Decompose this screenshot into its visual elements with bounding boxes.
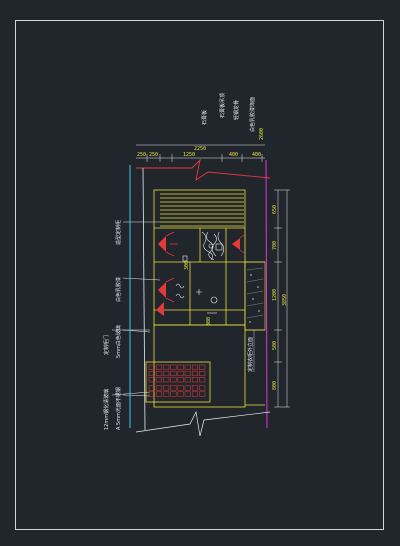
shoe-cell	[191, 385, 199, 391]
shoe-cell	[184, 364, 191, 370]
bottom-break-line	[135, 410, 271, 437]
top-label-1: 石膏板吊顶	[219, 93, 226, 118]
shoe-cell	[184, 385, 191, 391]
shoe-cell	[177, 385, 184, 391]
shoe-cell	[199, 364, 206, 370]
shoe-cell	[155, 385, 163, 391]
shoe-cell	[177, 377, 184, 383]
shoe-cell	[163, 377, 170, 383]
shoe-cell	[191, 377, 199, 383]
top-label-group: 石膏板 石膏板吊顶 轻钢龙骨 白色乳胶漆饰面	[201, 93, 256, 132]
shoe-cell	[199, 377, 206, 383]
left-label-0: 造型定制柜	[115, 220, 122, 245]
side-dim-2: 1200	[272, 289, 278, 301]
bottom-label: 定制衣柜外立面	[247, 337, 254, 372]
top-dim-0: 250	[137, 152, 146, 158]
left-wall-line	[142, 167, 146, 431]
side-dimension-line	[274, 189, 290, 408]
side-dim-4: 800	[272, 381, 278, 390]
top-dim-2: 1250	[183, 152, 195, 158]
glass-hatch	[244, 261, 266, 331]
decor-panel	[201, 231, 225, 261]
shoe-cell	[148, 385, 155, 391]
louvre-panel	[160, 193, 244, 227]
shoe-cell	[163, 364, 170, 370]
inner-dim-a: 300	[184, 261, 190, 270]
shoe-cell	[184, 370, 191, 377]
top-dimension-line	[136, 144, 265, 162]
inner-dims: 300 300	[184, 261, 212, 326]
side-dim-0: 650	[272, 205, 278, 214]
shoe-cell	[199, 385, 206, 391]
shoe-cell	[163, 385, 170, 391]
shoe-cell	[177, 364, 184, 370]
left-leaders	[111, 221, 161, 397]
left-label-4: 12mm钢化清玻璃	[103, 389, 110, 430]
side-dim-1: 700	[272, 241, 278, 250]
shoe-cell	[163, 391, 170, 397]
side-dim-5: 3850	[282, 294, 288, 306]
top-label-0: 石膏板	[201, 110, 208, 125]
shoe-cell	[148, 364, 155, 370]
shoe-cell	[155, 391, 163, 397]
shoe-cell	[199, 391, 206, 397]
fixture-marks	[156, 236, 240, 316]
shoe-cell	[184, 391, 191, 397]
shoe-grid-cells	[148, 364, 206, 397]
fixture-rays	[165, 231, 245, 303]
shoe-cell	[148, 377, 155, 383]
shoe-cell	[184, 377, 191, 383]
shoe-cell	[148, 391, 155, 397]
shoe-cell	[177, 391, 184, 397]
magenta-axis-line	[265, 159, 268, 429]
shoe-grid	[145, 361, 211, 403]
top-dim-5: 400	[252, 152, 261, 158]
drawing-frame	[15, 20, 384, 530]
left-label-group: 造型定制柜 白色乳胶漆 定制柜门 5mm白色玻璃 12mm钢化清玻璃 A 5mm…	[103, 220, 122, 430]
side-dims: 650 700 1200 500 800 3850	[272, 205, 288, 390]
shoe-cell	[170, 391, 177, 397]
shoe-cell	[170, 370, 177, 377]
left-label-5: A 5mm光面不锈钢	[115, 387, 122, 430]
left-label-1: 白色乳胶漆	[115, 277, 122, 302]
shoe-cell	[155, 370, 163, 377]
shoe-cell	[191, 364, 199, 370]
shoe-cell	[170, 385, 177, 391]
shoe-cell	[155, 377, 163, 383]
shoe-cell	[170, 364, 177, 370]
top-label-3: 白色乳胶漆饰面	[249, 97, 256, 132]
shoe-cell	[191, 370, 199, 377]
shoe-cell	[170, 377, 177, 383]
shoe-cell	[199, 370, 206, 377]
left-label-3: 5mm白色玻璃	[115, 325, 122, 358]
inner-dim-b: 300	[206, 317, 212, 326]
top-dim-4: 400	[229, 152, 238, 158]
top-dim-3: 2250	[194, 146, 206, 152]
top-break-line	[136, 158, 271, 181]
shoe-cell	[191, 391, 199, 397]
shoe-cell	[163, 370, 170, 377]
top-dim-6: 2600	[259, 128, 265, 140]
top-dim-1: 250	[149, 152, 158, 158]
shoe-cell	[148, 370, 155, 377]
side-dim-3: 500	[272, 341, 278, 350]
left-label-2: 定制柜门	[103, 335, 110, 355]
top-label-2: 轻钢龙骨	[233, 100, 240, 120]
shoe-cell	[155, 364, 163, 370]
shoe-cell	[177, 370, 184, 377]
top-dims: 250 250 1250 2250 400 400 2600	[137, 128, 265, 158]
hanger-symbols	[175, 243, 223, 314]
